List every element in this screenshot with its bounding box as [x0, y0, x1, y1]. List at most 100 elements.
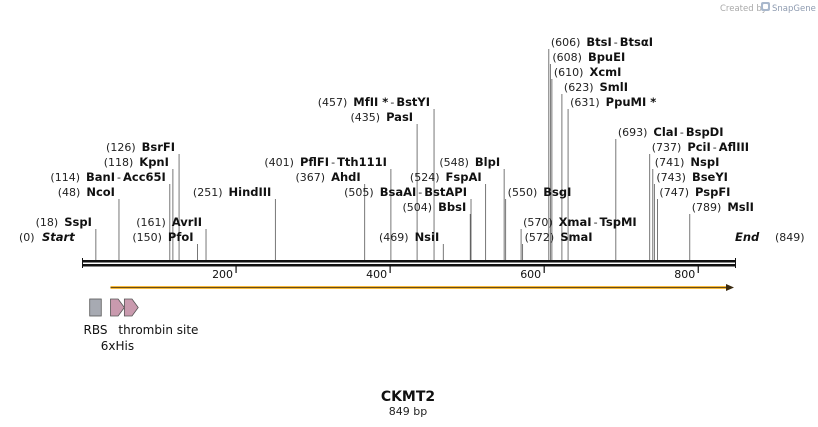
- site-enzyme-name: BseYI: [692, 170, 728, 184]
- site-enzyme-name: KpnI: [139, 155, 169, 169]
- feature-rbs[interactable]: RBS: [83, 298, 107, 337]
- site-leader-lines: [95, 49, 691, 260]
- site-enzyme-name: PspFI: [695, 185, 730, 199]
- site-btsi[interactable]: (606)BtsI-BtsαI: [551, 35, 653, 49]
- site-enzyme-name: BanI: [86, 170, 115, 184]
- site-ppumi[interactable]: (631) PpuMI *: [570, 95, 656, 109]
- site-position: (469): [379, 231, 409, 244]
- site-bbsi[interactable]: (504)BbsI: [403, 200, 467, 214]
- feature-label: 6xHis: [101, 339, 134, 353]
- site-xmai[interactable]: (570)XmaI-TspMI: [523, 215, 637, 229]
- site-position: (550): [508, 186, 538, 199]
- site-enzyme-name: NspI: [690, 155, 719, 169]
- orf-arrow-icon: [726, 284, 734, 291]
- site-separator: -: [713, 141, 717, 154]
- site-enzyme-name: BstAPI: [424, 185, 467, 199]
- site-separator: -: [594, 216, 598, 229]
- rbs-box: [89, 298, 102, 317]
- site-pcii[interactable]: (737)PciI-AflIII: [652, 140, 749, 154]
- site-fspai[interactable]: (524)FspAI: [410, 170, 482, 184]
- site-mfii[interactable]: (457)MfII *-BstYI: [318, 95, 430, 109]
- ruler-tick-label: 800: [674, 268, 695, 281]
- ruler-tick-label: 200: [212, 268, 233, 281]
- snapgene-logo-icon: [761, 2, 770, 11]
- site-pfoi[interactable]: (150)PfoI: [132, 230, 193, 244]
- snapgene-credit[interactable]: Created by SnapGene: [720, 2, 816, 14]
- site-enzyme-name: NsiI: [415, 230, 440, 244]
- feature-arrow-icon: [110, 298, 125, 317]
- site-msli[interactable]: (789)MslI: [692, 200, 754, 214]
- site-enzyme-name: PflFI: [300, 155, 329, 169]
- site-ncoi[interactable]: (48)NcoI: [58, 185, 115, 199]
- site-kpni[interactable]: (118)KpnI: [104, 155, 169, 169]
- site-position: (504): [403, 201, 433, 214]
- site-pspfi[interactable]: (747)PspFI: [659, 185, 730, 199]
- site-separator: -: [418, 186, 422, 199]
- site-position: (570): [523, 216, 553, 229]
- site-nspi[interactable]: (741) NspI: [655, 155, 720, 169]
- site-enzyme-name: BsaAI: [380, 185, 417, 199]
- feature-6xhis[interactable]: 6xHis: [101, 298, 134, 353]
- end-label: End: [735, 230, 760, 244]
- credit-brand: SnapGene: [772, 4, 816, 14]
- site-position: (161): [136, 216, 166, 229]
- feature-orf[interactable]: [110, 284, 734, 291]
- site-position: (251): [193, 186, 223, 199]
- site-enzyme-name: BspDI: [686, 125, 724, 139]
- site-position: (741): [655, 156, 685, 169]
- site-nsii[interactable]: (469) NsiI: [379, 230, 439, 244]
- site-enzyme-name: Acc65I: [123, 170, 166, 184]
- site-position: (126): [106, 141, 136, 154]
- site-pflfi[interactable]: (401)PflFI-Tth111I: [264, 155, 387, 169]
- site-bpuei[interactable]: (608)BpuEI: [552, 50, 625, 64]
- site-bseyi[interactable]: (743) BseYI: [656, 170, 728, 184]
- site-pasi[interactable]: (435)PasI: [350, 110, 413, 124]
- site-smai[interactable]: (572)SmaI: [525, 230, 593, 244]
- site-position: (737): [652, 141, 682, 154]
- site-ahdi[interactable]: (367)AhdI: [296, 170, 361, 184]
- site-enzyme-name: NcoI: [86, 185, 115, 199]
- site-position: (743): [656, 171, 686, 184]
- site-bsgi[interactable]: (550)BsgI: [508, 185, 572, 199]
- site-enzyme-name: BpuEI: [588, 50, 625, 64]
- site-bani[interactable]: (114)BanI-Acc65I: [50, 170, 165, 184]
- start-label: Start: [42, 230, 75, 244]
- site-enzyme-name: BlpI: [475, 155, 500, 169]
- site-separator: -: [614, 36, 618, 49]
- site-smli[interactable]: (623)SmlI: [564, 80, 628, 94]
- feature-thrombin-site[interactable]: thrombin site: [118, 298, 198, 337]
- site-enzyme-name: SspI: [64, 215, 92, 229]
- sequence-title: CKMT2: [381, 389, 435, 405]
- site-enzyme-name: Tth111I: [337, 155, 387, 169]
- site-position: (610): [554, 66, 584, 79]
- site-bsaai[interactable]: (505) BsaAI-BstAPI: [344, 185, 467, 199]
- site-position: (150): [132, 231, 162, 244]
- site-enzyme-name: AhdI: [331, 170, 361, 184]
- site-position: (789): [692, 201, 722, 214]
- site-enzyme-name: HindIII: [229, 185, 272, 199]
- site-position: (505): [344, 186, 374, 199]
- site-xcmi[interactable]: (610)XcmI: [554, 65, 622, 79]
- site-bsrfi[interactable]: (126)BsrFI: [106, 140, 175, 154]
- feature-label: RBS: [83, 323, 107, 337]
- site-position: (631): [570, 96, 600, 109]
- site-sspi[interactable]: (18) SspI: [36, 215, 92, 229]
- site-hindiii[interactable]: (251) HindIII: [193, 185, 271, 199]
- site-clai[interactable]: (693)ClaI-BspDI: [618, 125, 724, 139]
- site-position: (623): [564, 81, 594, 94]
- site-enzyme-name: MfII *: [353, 95, 388, 109]
- site-enzyme-name: PasI: [386, 110, 413, 124]
- site-position: (548): [439, 156, 469, 169]
- site-enzyme-name: PpuMI *: [606, 95, 657, 109]
- site-blpi[interactable]: (548) BlpI: [439, 155, 500, 169]
- site-avrii[interactable]: (161)AvrII: [136, 215, 202, 229]
- site-enzyme-name: PciI: [687, 140, 710, 154]
- sequence-length: 849 bp: [389, 405, 427, 418]
- site-position: (572): [525, 231, 555, 244]
- site-enzyme-name: TspMI: [600, 215, 637, 229]
- site-separator: -: [390, 96, 394, 109]
- site-position: (18): [36, 216, 59, 229]
- site-position: (114): [50, 171, 80, 184]
- site-enzyme-name: FspAI: [446, 170, 482, 184]
